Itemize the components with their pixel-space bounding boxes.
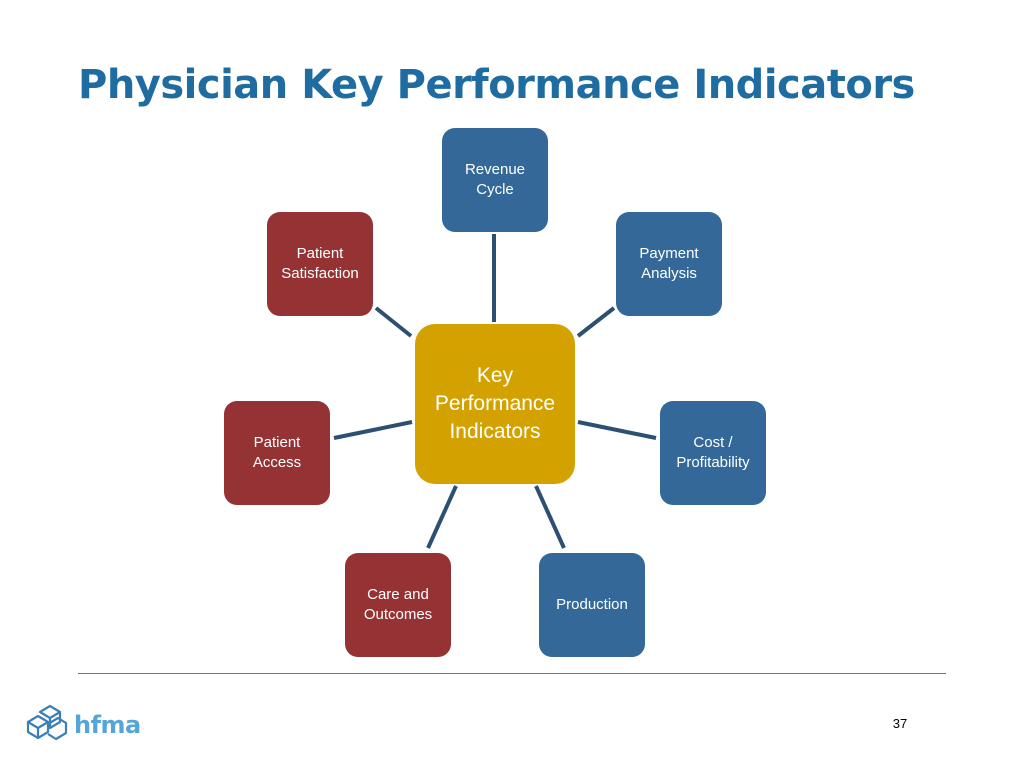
connector-patient-access bbox=[333, 420, 413, 440]
hfma-logo-text: hfma bbox=[74, 710, 141, 739]
slide-title: Physician Key Performance Indicators bbox=[78, 62, 915, 108]
node-payment-analysis: Payment Analysis bbox=[616, 212, 722, 316]
footer-divider bbox=[78, 673, 946, 674]
page-number: 37 bbox=[892, 716, 908, 731]
connector-patient-satisfaction bbox=[374, 306, 413, 338]
hub-key-performance-indicators: Key Performance Indicators bbox=[415, 324, 575, 484]
node-production: Production bbox=[539, 553, 645, 657]
connector-payment-analysis bbox=[576, 306, 616, 338]
node-revenue-cycle: Revenue Cycle bbox=[442, 128, 548, 232]
node-care-and-outcomes: Care and Outcomes bbox=[345, 553, 451, 657]
hfma-cube-logo-icon bbox=[24, 702, 70, 747]
connector-cost-profitability bbox=[577, 420, 657, 440]
connector-production bbox=[534, 485, 566, 549]
connector-care-and-outcomes bbox=[426, 485, 458, 549]
node-cost-profitability: Cost / Profitability bbox=[660, 401, 766, 505]
hfma-logo: hfma bbox=[24, 702, 141, 747]
node-patient-access: Patient Access bbox=[224, 401, 330, 505]
node-patient-satisfaction: Patient Satisfaction bbox=[267, 212, 373, 316]
